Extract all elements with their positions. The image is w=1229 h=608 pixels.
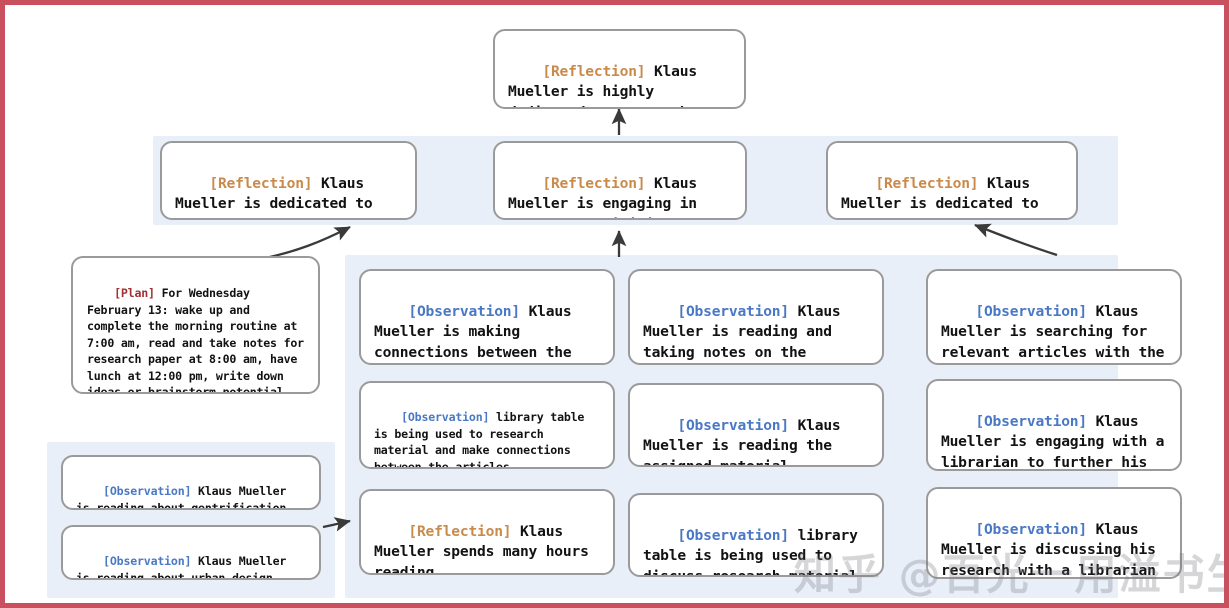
node-text: Klaus Mueller is searching for relevant … — [941, 302, 1165, 362]
node-col2-observation-3[interactable]: [Observation] library table is being use… — [628, 493, 884, 577]
node-text: Klaus Mueller is dedicated to research — [175, 174, 373, 218]
node-reflection-right[interactable]: [Reflection] Klaus Mueller is dedicated … — [826, 141, 1078, 220]
node-tag: [Reflection] — [542, 174, 646, 192]
node-col1-reflection[interactable]: [Reflection] Klaus Mueller spends many h… — [359, 489, 615, 575]
node-text: Klaus Mueller is making connections betw… — [374, 302, 572, 362]
node-tag: [Observation] — [975, 412, 1087, 430]
node-reflection-left[interactable]: [Reflection] Klaus Mueller is dedicated … — [160, 141, 417, 220]
node-left-observation-1[interactable]: [Observation] Klaus Mueller is reading a… — [61, 455, 321, 510]
node-text: Klaus Mueller is reading the assigned ma… — [643, 416, 850, 467]
node-tag: [Reflection] — [209, 174, 313, 192]
node-tag: [Observation] — [401, 410, 490, 425]
node-text: Klaus Mueller is reading and taking note… — [643, 302, 841, 362]
node-tag: [Reflection] — [408, 522, 512, 540]
node-left-observation-2[interactable]: [Observation] Klaus Mueller is reading a… — [61, 525, 321, 580]
node-tag: [Observation] — [677, 416, 789, 434]
node-top-reflection[interactable]: [Reflection] Klaus Mueller is highly ded… — [493, 29, 746, 109]
node-tag: [Plan] — [114, 286, 155, 301]
node-text: library table is being used to discuss r… — [643, 526, 867, 577]
node-tag: [Reflection] — [542, 62, 646, 80]
node-text: Klaus Mueller is highly dedicated to res… — [508, 62, 697, 107]
node-tag: [Observation] — [677, 302, 789, 320]
node-text: Klaus Mueller is reading about gentrific… — [76, 484, 293, 510]
node-col3-observation-2[interactable]: [Observation] Klaus Mueller is engaging … — [926, 379, 1182, 471]
node-text: Klaus Mueller is discussing his research… — [941, 520, 1165, 579]
node-col3-observation-3[interactable]: [Observation] Klaus Mueller is discussin… — [926, 487, 1182, 579]
node-text: Klaus Mueller is reading about urban des… — [76, 554, 293, 580]
node-tag: [Observation] — [677, 526, 789, 544]
node-col3-observation-1[interactable]: [Observation] Klaus Mueller is searching… — [926, 269, 1182, 365]
node-tag: [Observation] — [103, 484, 192, 499]
node-col1-observation-2[interactable]: [Observation] library table is being use… — [359, 381, 615, 469]
node-text: Klaus Mueller is engaging in research ac… — [508, 174, 697, 218]
node-col2-observation-1[interactable]: [Observation] Klaus Mueller is reading a… — [628, 269, 884, 365]
node-col1-observation-1[interactable]: [Observation] Klaus Mueller is making co… — [359, 269, 615, 365]
node-tag: [Reflection] — [875, 174, 979, 192]
node-plan[interactable]: [Plan] For Wednesday February 13: wake u… — [71, 256, 320, 394]
node-text: Klaus Mueller is dedicated to research — [841, 174, 1039, 218]
node-text: library table is being used to research … — [374, 410, 591, 469]
node-reflection-center[interactable]: [Reflection] Klaus Mueller is engaging i… — [493, 141, 747, 220]
node-text: Klaus Mueller spends many hours reading — [374, 522, 598, 575]
node-text: Klaus Mueller is engaging with a librari… — [941, 412, 1165, 471]
node-tag: [Observation] — [408, 302, 520, 320]
node-text: For Wednesday February 13: wake up and c… — [87, 286, 304, 394]
node-tag: [Observation] — [975, 520, 1087, 538]
node-tag: [Observation] — [103, 554, 192, 569]
node-tag: [Observation] — [975, 302, 1087, 320]
node-col2-observation-2[interactable]: [Observation] Klaus Mueller is reading t… — [628, 383, 884, 467]
